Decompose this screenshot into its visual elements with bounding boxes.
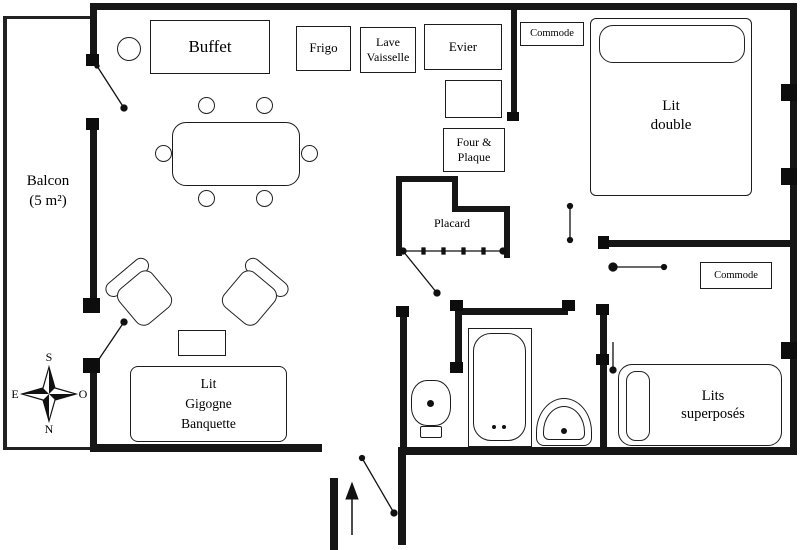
washbasin [536, 398, 592, 446]
wall-cap [450, 300, 463, 311]
wall-bath-mid [455, 308, 462, 366]
sofa-bed-label-1: Lit [200, 375, 217, 391]
wall-bottom-left [90, 444, 322, 452]
window-block [781, 168, 797, 185]
window-block [781, 342, 797, 359]
wall-kitchen-divider [511, 3, 517, 115]
chair [198, 97, 215, 114]
wall-cap [596, 354, 609, 365]
bathtub [468, 328, 532, 447]
double-bed-label-2: double [650, 116, 692, 133]
sink-label: Evier [448, 38, 478, 54]
wall-cap [596, 304, 609, 315]
wall-cap [86, 54, 99, 66]
wall-cap [450, 362, 463, 373]
counter-unit [445, 80, 502, 118]
wall-left-upper [90, 3, 97, 60]
chair [155, 145, 172, 162]
wall-entry-left [330, 478, 338, 550]
kitchen-round-unit [117, 37, 141, 61]
sink: Evier [424, 24, 502, 70]
wall-cap [396, 306, 409, 317]
dresser-right-label: Commode [714, 269, 758, 281]
compass-east-label: E [11, 387, 19, 401]
oven: Four & Plaque [443, 128, 505, 172]
compass-north-label: N [44, 422, 54, 436]
wall-closet-top [396, 176, 458, 182]
compass-star-icon [19, 364, 79, 424]
wall-closet-left [396, 176, 402, 256]
chair [198, 190, 215, 207]
sofa-bed: Lit Gigogne Banquette [130, 366, 287, 442]
oven-label-1: Four & [456, 135, 492, 149]
armchair-left [102, 254, 182, 336]
toilet [409, 380, 453, 442]
wall-cap [86, 118, 99, 130]
closet-label: Placard [434, 216, 470, 230]
compass-rose: S E O N [10, 350, 88, 438]
sofa-bed-label-3: Banquette [181, 416, 236, 432]
dresser-right: Commode [700, 262, 772, 289]
bunk-beds-label-1: Lits [701, 387, 725, 404]
wall-cap [507, 112, 519, 121]
wall-left-lower [90, 366, 97, 452]
wall-bath-right [600, 312, 607, 447]
bunk-beds-label-2: superposés [681, 406, 745, 422]
balcony-outline [3, 16, 93, 450]
chair [256, 97, 273, 114]
pillow [599, 25, 745, 63]
wall-bath-left [400, 314, 407, 447]
wall-cap [83, 358, 100, 373]
dishwasher-label-2: Vaisselle [366, 50, 410, 64]
wall-cap [598, 236, 609, 249]
entrance-arrow [345, 481, 359, 535]
bunk-beds: Lits superposés [618, 364, 782, 446]
sofa-bed-label-2: Gigogne [185, 395, 232, 411]
dresser-top-label: Commode [530, 28, 574, 40]
dresser-top: Commode [520, 22, 584, 46]
wall-cap [562, 300, 575, 311]
wall-closet-right [504, 206, 510, 258]
compass-west-label: O [78, 387, 88, 401]
wall-bedroom-divider [605, 240, 797, 247]
wall-closet-step-h [452, 206, 510, 212]
oven-label-2: Plaque [457, 150, 491, 164]
double-bed-label-1: Lit [662, 98, 680, 114]
compass-south-label: S [45, 350, 53, 364]
double-bed: Lit double [590, 18, 752, 196]
window-block [781, 84, 797, 101]
wall-top [90, 3, 797, 10]
dishwasher: Lave Vaisselle [360, 27, 416, 73]
buffet: Buffet [150, 20, 270, 74]
wall-cap [83, 298, 100, 313]
pillow [626, 371, 650, 441]
wall-bottom-right [398, 447, 797, 455]
wall-right [790, 3, 797, 455]
dishwasher-label-1: Lave [376, 35, 400, 49]
fridge-label: Frigo [309, 40, 338, 56]
chair [256, 190, 273, 207]
wall-left-middle [90, 126, 97, 306]
coffee-table [178, 330, 226, 356]
dining-table [172, 122, 300, 186]
wall-closet-step-v [452, 176, 458, 212]
armchair-right [212, 254, 292, 336]
fridge: Frigo [296, 26, 351, 71]
buffet-label: Buffet [188, 37, 232, 57]
balcony-label: Balcon (5 m²) [26, 173, 70, 209]
wall-entry-right [398, 455, 406, 545]
wall-bath-top [462, 308, 568, 315]
chair [301, 145, 318, 162]
